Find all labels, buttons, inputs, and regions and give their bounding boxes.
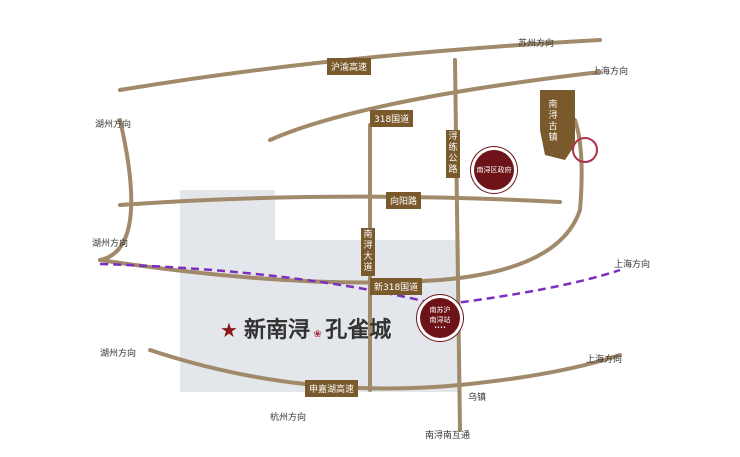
- project-logo: ★新南浔 ❀ 孔雀城: [220, 318, 392, 343]
- road-tag-nanxun-avenue: 南浔大道: [361, 228, 375, 276]
- road-tag-xiangyang: 向阳路: [386, 192, 422, 209]
- logo-name-2: 孔雀城: [325, 318, 392, 343]
- poi-district-government[interactable]: 南浔区政府: [474, 150, 514, 190]
- project-zone: [180, 190, 460, 392]
- poi-district-government-label: 南浔区政府: [476, 166, 512, 174]
- road-huzhou: [98, 118, 134, 262]
- label-suzhou: 苏州方向: [518, 39, 555, 49]
- poi-nanxun-station[interactable]: 南苏沪 南浔站••••: [420, 298, 460, 338]
- poi-station-label: 南苏沪 南浔站: [429, 306, 451, 324]
- road-tag-shenjiahu: 申嘉湖高速: [305, 380, 359, 397]
- road-xunlian: [453, 58, 462, 432]
- road-xiangyang: [118, 194, 562, 207]
- label-wuzhen: 乌镇: [468, 393, 487, 403]
- road-tag-new318: 新318国道: [370, 278, 423, 295]
- label-nanxun-south: 南浔南互通: [425, 431, 471, 441]
- road-318: [268, 70, 602, 142]
- road-shenjiahu: [148, 348, 622, 391]
- road-tag-xunlian: 浔练公路: [446, 130, 460, 178]
- road-new318: [98, 118, 584, 285]
- road-tag-huyu: 沪渝高速: [327, 58, 372, 75]
- rail-line: [99, 262, 621, 307]
- star-icon: ★: [220, 318, 238, 342]
- label-huzhou-1: 湖州方向: [95, 120, 132, 130]
- label-shanghai-1: 上海方向: [592, 67, 629, 77]
- label-shanghai-2: 上海方向: [614, 260, 651, 270]
- label-hangzhou: 杭州方向: [270, 413, 307, 423]
- label-huzhou-2: 湖州方向: [92, 239, 129, 249]
- old-town-shape: [540, 90, 575, 160]
- label-huzhou-3: 湖州方向: [100, 349, 137, 359]
- road-tag-318: 318国道: [370, 110, 414, 127]
- poi-station-sublabel: ••••: [434, 325, 446, 331]
- logo-name-1: 新南浔: [243, 318, 310, 343]
- old-town-seal: [572, 137, 598, 163]
- label-shanghai-3: 上海方向: [586, 355, 623, 365]
- old-town-label: 南浔古镇: [548, 100, 558, 143]
